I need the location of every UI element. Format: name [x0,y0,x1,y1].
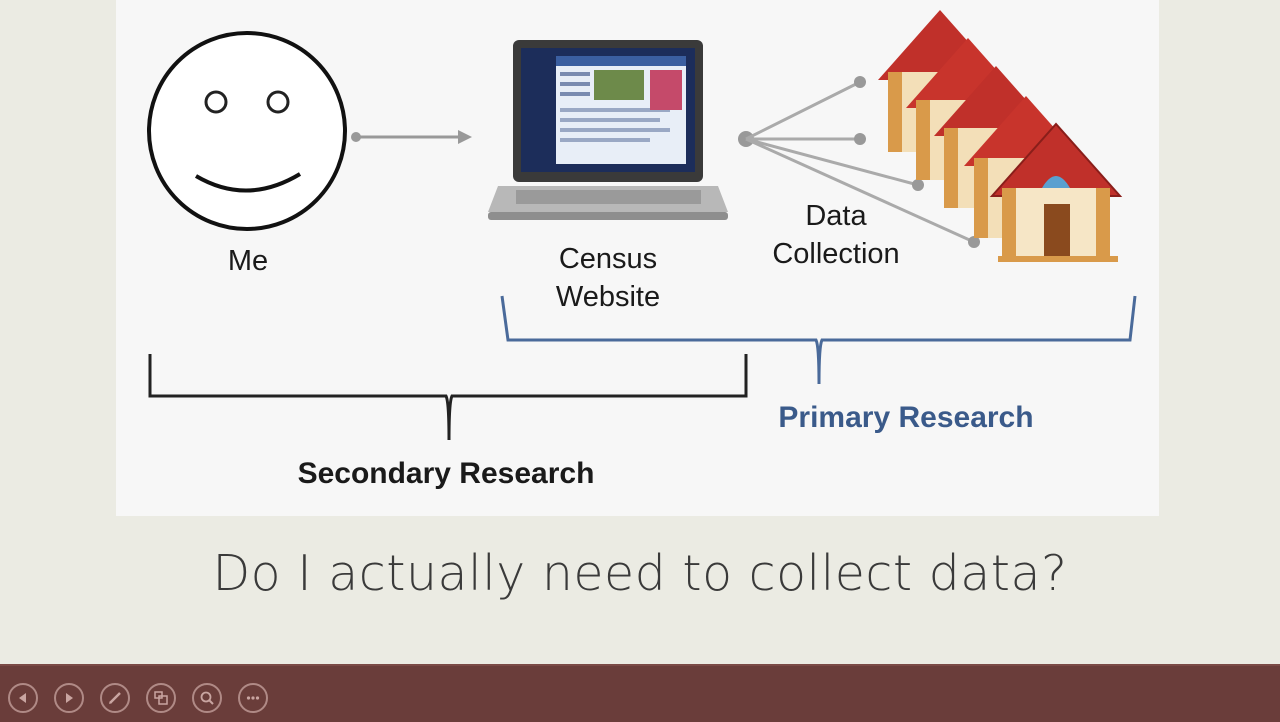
next-slide-icon [66,693,73,703]
slide-caption: Do I actually need to collect data? [212,545,1068,602]
all-slides-button[interactable] [146,683,176,713]
me-label: Me [227,245,269,277]
next-slide-button[interactable] [54,683,84,713]
secondary-research-label: Secondary Research [297,457,595,490]
pen-icon [109,692,121,704]
previous-slide-button[interactable] [8,683,38,713]
laptop-icon [488,40,728,220]
zoom-icon [200,691,214,705]
slideshow-control-bar [0,664,1280,722]
primary-research-brace [500,295,1137,385]
arrow-icon [351,130,472,144]
data-collection-lines [738,76,980,248]
more-options-icon [246,696,260,700]
pen-button[interactable] [100,683,130,713]
data-collection-label: Data Collection [772,200,900,270]
all-slides-icon [154,691,168,705]
zoom-button[interactable] [192,683,222,713]
houses-icon [878,10,1123,262]
secondary-research-brace [148,354,748,441]
research-diagram [147,10,1137,441]
more-options-button[interactable] [238,683,268,713]
census-website-label: Census Website [555,243,661,313]
previous-slide-icon [19,693,26,703]
diagram-image: Me Census Website Data Collection Second… [116,0,1159,516]
primary-research-label: Primary Research [778,401,1034,434]
smiley-face-icon [147,31,347,231]
